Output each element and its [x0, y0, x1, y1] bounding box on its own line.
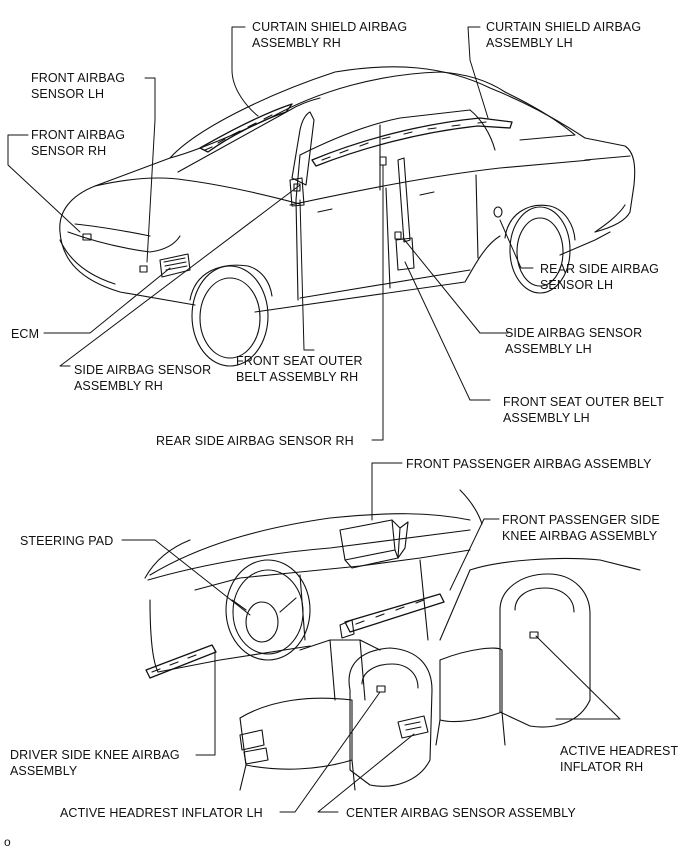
label-front-airbag-sensor-lh: FRONT AIRBAG SENSOR LH: [31, 71, 126, 101]
label-center-airbag-sensor-assembly: CENTER AIRBAG SENSOR ASSEMBLY: [346, 806, 576, 820]
seat-belts: [289, 111, 415, 271]
label-ecm: ECM: [11, 327, 40, 341]
label-active-headrest-inflator-rh: ACTIVE HEADREST INFLATOR RH: [560, 744, 679, 774]
curtain-shield-airbags: [199, 103, 513, 167]
label-curtain-shield-airbag-rh: CURTAIN SHIELD AIRBAG ASSEMBLY RH: [252, 20, 408, 50]
label-front-passenger-side-knee-airbag: FRONT PASSENGER SIDE KNEE AIRBAG ASSEMBL…: [502, 513, 660, 543]
label-front-airbag-sensor-rh: FRONT AIRBAG SENSOR RH: [31, 128, 126, 158]
label-rear-side-airbag-sensor-rh: REAR SIDE AIRBAG SENSOR RH: [156, 434, 354, 448]
figure-code: o: [4, 835, 11, 849]
label-curtain-shield-airbag-lh: CURTAIN SHIELD AIRBAG ASSEMBLY LH: [486, 20, 642, 50]
leader-lines: [7, 26, 621, 813]
label-rear-side-airbag-sensor-lh: REAR SIDE AIRBAG SENSOR LH: [540, 262, 659, 292]
sensors: [82, 156, 503, 278]
label-front-seat-outer-belt-rh: FRONT SEAT OUTER BELT ASSEMBLY RH: [236, 354, 363, 384]
label-side-airbag-sensor-lh: SIDE AIRBAG SENSOR ASSEMBLY LH: [505, 326, 643, 356]
car-body: [59, 66, 636, 367]
label-steering-pad: STEERING PAD: [20, 534, 114, 548]
label-active-headrest-inflator-lh: ACTIVE HEADREST INFLATOR LH: [60, 806, 263, 820]
label-front-passenger-airbag: FRONT PASSENGER AIRBAG ASSEMBLY: [406, 457, 652, 471]
interior: [144, 489, 641, 791]
label-driver-side-knee-airbag: DRIVER SIDE KNEE AIRBAG ASSEMBLY: [10, 748, 180, 778]
label-front-seat-outer-belt-lh: FRONT SEAT OUTER BELT ASSEMBLY LH: [503, 395, 664, 425]
label-side-airbag-sensor-rh: SIDE AIRBAG SENSOR ASSEMBLY RH: [74, 363, 212, 393]
